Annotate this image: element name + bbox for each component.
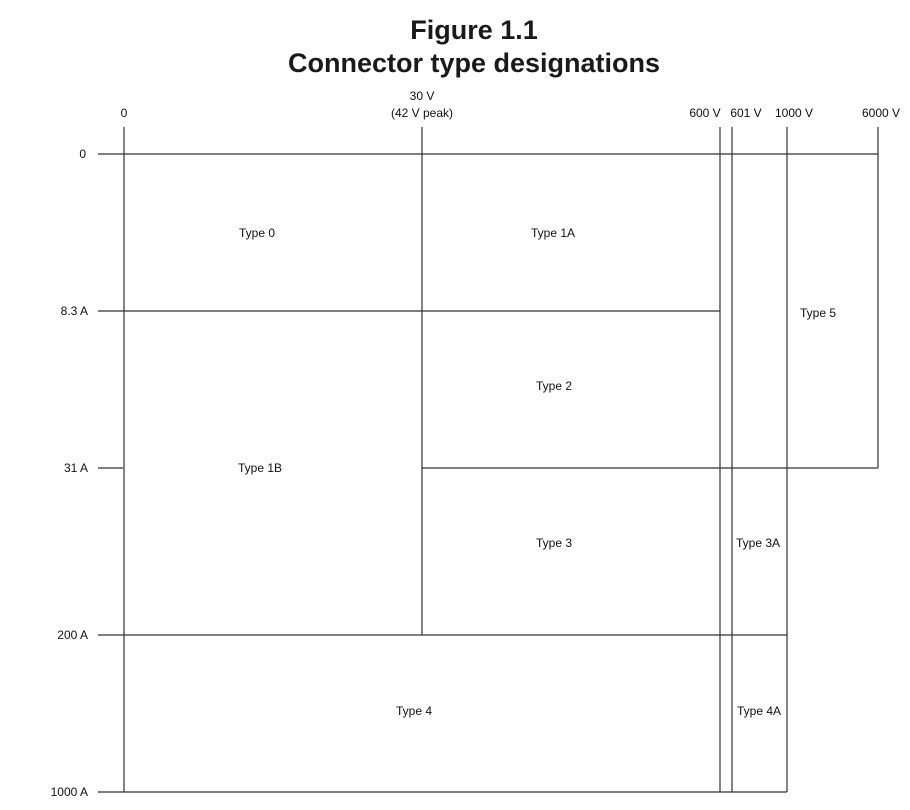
voltage-label-1000v: 1000 V bbox=[775, 106, 813, 120]
region-type-4a: Type 4A bbox=[737, 704, 781, 718]
current-label-0: 0 bbox=[79, 147, 86, 161]
figure-number: Figure 1.1 bbox=[410, 15, 538, 45]
region-type-3a: Type 3A bbox=[736, 536, 780, 550]
region-type-2: Type 2 bbox=[536, 379, 572, 393]
voltage-label-601v: 601 V bbox=[730, 106, 761, 120]
region-type-0: Type 0 bbox=[239, 226, 275, 240]
figure-title: Connector type designations bbox=[287, 48, 661, 78]
voltage-label-600v: 600 V bbox=[689, 106, 720, 120]
grid-lines bbox=[98, 127, 879, 793]
region-type-3: Type 3 bbox=[536, 536, 572, 550]
region-type-5: Type 5 bbox=[800, 306, 836, 320]
current-label-31a: 31 A bbox=[64, 461, 88, 475]
voltage-label-0: 0 bbox=[121, 106, 128, 120]
region-type-4: Type 4 bbox=[396, 704, 432, 718]
region-type-1b: Type 1B bbox=[238, 461, 282, 475]
voltage-label-30v: 30 V bbox=[410, 89, 435, 103]
voltage-label-6000v: 6000 V bbox=[862, 106, 900, 120]
voltage-label-30v-peak: (42 V peak) bbox=[391, 106, 453, 120]
current-label-1000a: 1000 A bbox=[51, 785, 88, 799]
current-label-8-3a: 8.3 A bbox=[61, 304, 88, 318]
current-label-200a: 200 A bbox=[57, 628, 88, 642]
region-type-1a: Type 1A bbox=[531, 226, 575, 240]
